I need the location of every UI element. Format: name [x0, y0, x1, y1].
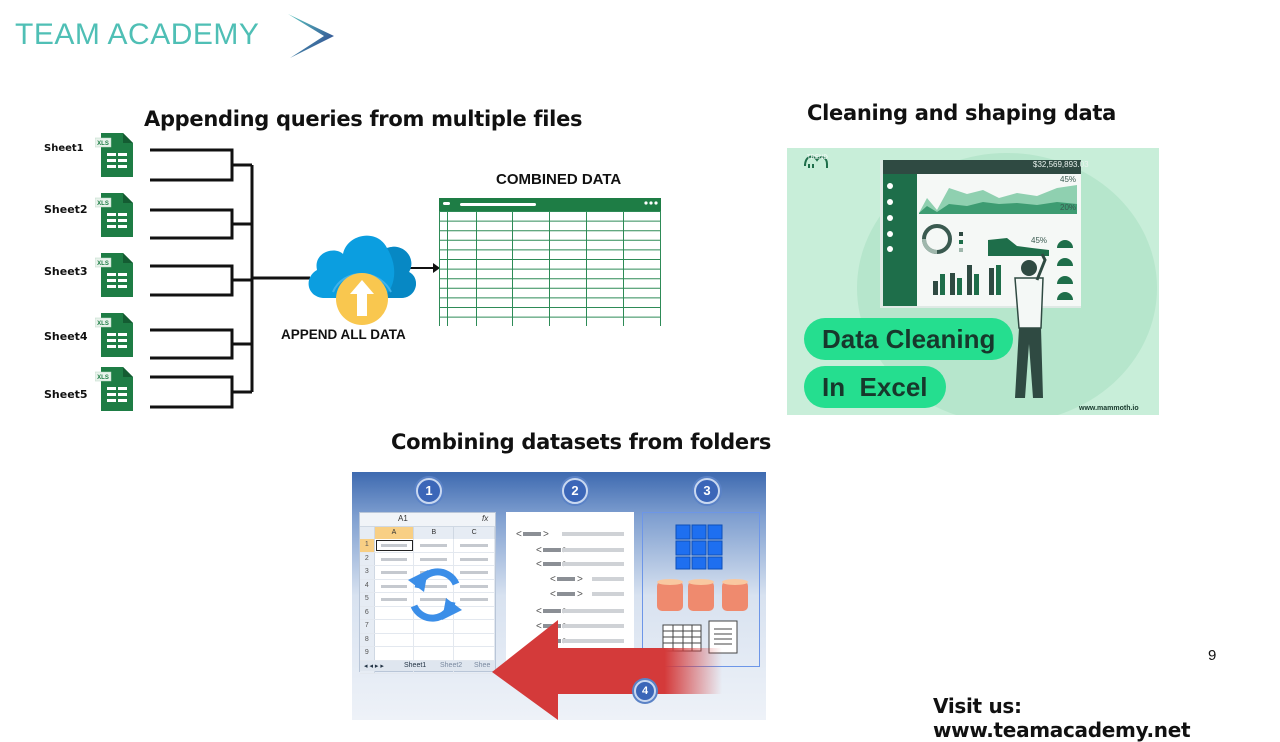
refresh-arrows-icon	[408, 568, 462, 622]
cell[interactable]	[375, 579, 415, 592]
dashboard-balance: $32,569,893.03	[1033, 160, 1089, 169]
data-sources-icons	[657, 524, 748, 654]
data-cleaning-image: TREND $32,569,893.03 45% 20% 45% Data Cl…	[787, 148, 1159, 415]
sheet-tab: Sheet1	[404, 662, 427, 669]
column-header: C	[454, 527, 495, 539]
xml-tag: <	[536, 621, 542, 632]
column-header: A	[374, 527, 415, 539]
cell[interactable]	[454, 579, 495, 592]
xls-badge-text: XLS	[97, 201, 109, 207]
brand-logo-text: TEAM ACADEMY	[15, 18, 260, 51]
cell[interactable]	[454, 620, 495, 633]
row-header: 5	[360, 593, 375, 606]
cell[interactable]	[454, 539, 495, 552]
combined-data-label: COMBINED DATA	[496, 171, 622, 188]
append-section-title: Appending queries from multiple files	[144, 107, 583, 131]
cloud-upload-icon	[308, 235, 416, 325]
cleaning-section-title: Cleaning and shaping data	[807, 101, 1116, 125]
xml-tag: <	[536, 559, 542, 570]
xml-tag: <	[550, 589, 556, 600]
cell[interactable]	[454, 593, 495, 606]
mini-spreadsheet: A1 fx ABC12345678910 ◂ ◂ ▸ ▸ Sheet1 Shee…	[359, 512, 496, 674]
sheet-label: Sheet5	[44, 388, 88, 401]
step-4-badge: 4	[634, 680, 656, 702]
dashboard-pct-mid: 45%	[1031, 236, 1048, 245]
cell[interactable]	[375, 593, 415, 606]
column-header: B	[414, 527, 455, 539]
sheet-label: Sheet1	[44, 143, 84, 154]
cell[interactable]	[414, 620, 455, 633]
cell[interactable]	[375, 620, 415, 633]
cell[interactable]	[375, 539, 415, 552]
row-header: 2	[360, 552, 375, 565]
step-1-badge: 1	[416, 478, 442, 504]
xls-file-icon: XLS	[94, 253, 133, 301]
xls-badge-text: XLS	[97, 321, 109, 327]
cell[interactable]	[414, 647, 455, 660]
append-connector-lines	[150, 148, 440, 409]
name-box: A1	[398, 514, 408, 523]
cell[interactable]	[414, 593, 455, 606]
cell[interactable]	[454, 566, 495, 579]
cell[interactable]	[454, 552, 495, 565]
cell[interactable]	[454, 606, 495, 619]
cell[interactable]	[454, 633, 495, 646]
xls-badge-text: XLS	[97, 375, 109, 381]
append-all-data-label: APPEND ALL DATA	[281, 327, 406, 342]
page-number: 9	[1208, 647, 1217, 664]
sheet-label: Sheet3	[44, 265, 88, 278]
svg-text:>: >	[543, 529, 549, 540]
row-header: 4	[360, 579, 375, 592]
step-2-badge: 2	[562, 478, 588, 504]
data-sources-panel	[642, 512, 760, 667]
cell[interactable]	[375, 552, 415, 565]
brand-arrow-icon	[288, 14, 334, 58]
cell[interactable]	[375, 647, 415, 660]
in-excel-pill: In Excel	[804, 366, 946, 408]
xls-badge-text: XLS	[97, 261, 109, 267]
row-header: 6	[360, 606, 375, 619]
sheet-tab: Shee	[474, 662, 491, 669]
xml-tag: <	[536, 545, 542, 556]
dashboard-pct-low: 20%	[1060, 203, 1077, 212]
xls-badge-text: XLS	[97, 141, 109, 147]
sheet-label: Sheet4	[44, 330, 88, 343]
big-red-left-arrow-icon	[492, 620, 722, 720]
dashboard-pct-high: 45%	[1060, 175, 1077, 184]
xls-file-icon: XLS	[94, 133, 133, 181]
xls-file-icon: XLS	[94, 367, 133, 415]
cell[interactable]	[375, 633, 415, 646]
image-credit: www.mammoth.io	[1079, 405, 1139, 412]
cell[interactable]	[414, 552, 455, 565]
cell[interactable]	[414, 539, 455, 552]
svg-text:>: >	[577, 589, 583, 600]
combined-data-spreadsheet-icon	[439, 198, 661, 326]
xml-tag: <	[550, 574, 556, 585]
xls-file-icon: XLS	[94, 313, 133, 361]
sheet-tab: Sheet2	[440, 662, 463, 669]
sheet-label: Sheet2	[44, 203, 88, 216]
cell[interactable]	[414, 633, 455, 646]
row-header: 8	[360, 633, 375, 646]
cell[interactable]	[454, 647, 495, 660]
row-header: 7	[360, 620, 375, 633]
cell[interactable]	[375, 566, 415, 579]
cell[interactable]	[414, 579, 455, 592]
folder-combine-image: 1 2 3 A1 fx ABC12345678910 ◂ ◂ ▸ ▸ Sheet…	[352, 472, 766, 720]
xml-tag: <	[536, 606, 542, 617]
cell[interactable]	[375, 606, 415, 619]
visit-us-link[interactable]: Visit us: www.teamacademy.net	[933, 694, 1191, 742]
xml-tag: <	[516, 529, 522, 540]
row-header: 3	[360, 566, 375, 579]
dashboard-trend-label: TREND	[807, 155, 828, 161]
row-header: 9	[360, 647, 375, 660]
data-cleaning-pill: Data Cleaning	[804, 318, 1014, 360]
row-header: 1	[360, 539, 375, 552]
xls-file-icon: XLS	[94, 193, 133, 241]
step-3-badge: 3	[694, 478, 720, 504]
folders-section-title: Combining datasets from folders	[391, 430, 772, 454]
svg-text:>: >	[577, 574, 583, 585]
fx-label: fx	[482, 514, 489, 523]
